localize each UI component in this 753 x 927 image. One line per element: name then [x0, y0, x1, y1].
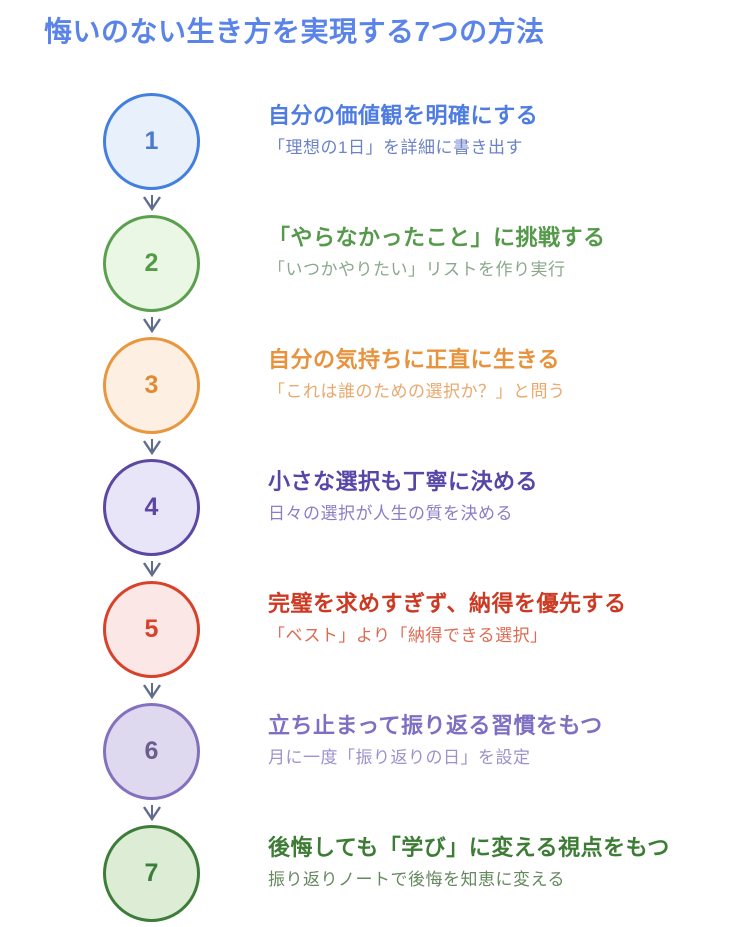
step-circle-column: 5 [103, 581, 200, 703]
step-subtitle: 月に一度「振り返りの日」を設定 [268, 748, 531, 767]
step-title: 後悔しても「学び」に変える視点をもつ [268, 835, 670, 860]
flow-connector [141, 312, 163, 337]
step-title: 立ち止まって振り返る習慣をもつ [268, 713, 603, 738]
step-number-circle: 2 [103, 215, 200, 312]
step-number-circle: 1 [103, 93, 200, 190]
step-text-column: 後悔しても「学び」に変える視点をもつ 振り返りノートで後悔を知恵に変える [268, 825, 670, 891]
step-text-column: 完璧を求めすぎず、納得を優先する 「ベスト」より「納得できる選択」 [268, 581, 626, 647]
step-subtitle: 「理想の1日」を詳細に書き出す [268, 138, 523, 157]
step-subtitle: 「いつかやりたい」リストを作り実行 [268, 260, 566, 279]
step-text-column: 立ち止まって振り返る習慣をもつ 月に一度「振り返りの日」を設定 [268, 703, 603, 769]
step-number-circle: 4 [103, 459, 200, 556]
step-number-circle: 7 [103, 825, 200, 922]
step-subtitle: 「これは誰のための選択か？」と問う [268, 382, 566, 401]
arrow-down-icon [142, 682, 161, 699]
step-text-column: 小さな選択も丁寧に決める 日々の選択が人生の質を決める [268, 459, 538, 525]
step-number: 2 [144, 249, 159, 277]
step-title: 自分の気持ちに正直に生きる [268, 347, 561, 372]
step-subtitle: 日々の選択が人生の質を決める [268, 504, 513, 523]
flow-connector [141, 190, 163, 215]
step-subtitle: 振り返りノートで後悔を知恵に変える [268, 870, 565, 889]
step-number: 4 [144, 493, 159, 521]
step-circle-column: 7 [103, 825, 200, 922]
step-title: 「やらなかったこと」に挑戦する [268, 225, 606, 250]
step-number: 3 [144, 371, 159, 399]
step-number-circle: 3 [103, 337, 200, 434]
step-title: 自分の価値観を明確にする [268, 103, 539, 128]
step-circle-column: 3 [103, 337, 200, 459]
step-number: 7 [144, 859, 159, 887]
step-text-column: 自分の気持ちに正直に生きる 「これは誰のための選択か？」と問う [268, 337, 566, 403]
step-number: 5 [144, 615, 159, 643]
step-number: 1 [144, 127, 159, 155]
step-subtitle: 「ベスト」より「納得できる選択」 [268, 626, 548, 645]
flow-connector [141, 556, 163, 581]
steps-list: 1 自分の価値観を明確にする 「理想の1日」を詳細に書き出す 2 [0, 93, 753, 922]
arrow-down-icon [142, 804, 161, 821]
flow-connector [141, 678, 163, 703]
step-number-circle: 6 [103, 703, 200, 800]
arrow-down-icon [142, 194, 161, 211]
step-row: 2 「やらなかったこと」に挑戦する 「いつかやりたい」リストを作り実行 [103, 215, 753, 337]
step-text-column: 「やらなかったこと」に挑戦する 「いつかやりたい」リストを作り実行 [268, 215, 606, 281]
step-title: 小さな選択も丁寧に決める [268, 469, 539, 494]
step-row: 1 自分の価値観を明確にする 「理想の1日」を詳細に書き出す [103, 93, 753, 215]
step-text-column: 自分の価値観を明確にする 「理想の1日」を詳細に書き出す [268, 93, 538, 159]
step-row: 4 小さな選択も丁寧に決める 日々の選択が人生の質を決める [103, 459, 753, 581]
step-circle-column: 4 [103, 459, 200, 581]
arrow-down-icon [142, 438, 161, 455]
flow-connector [141, 800, 163, 825]
arrow-down-icon [142, 560, 161, 577]
step-circle-column: 2 [103, 215, 200, 337]
step-circle-column: 6 [103, 703, 200, 825]
step-row: 5 完璧を求めすぎず、納得を優先する 「ベスト」より「納得できる選択」 [103, 581, 753, 703]
step-number: 6 [144, 737, 159, 765]
step-title: 完璧を求めすぎず、納得を優先する [268, 591, 627, 616]
step-row: 7 後悔しても「学び」に変える視点をもつ 振り返りノートで後悔を知恵に変える [103, 825, 753, 922]
arrow-down-icon [142, 316, 161, 333]
step-row: 3 自分の気持ちに正直に生きる 「これは誰のための選択か？」と問う [103, 337, 753, 459]
step-number-circle: 5 [103, 581, 200, 678]
step-circle-column: 1 [103, 93, 200, 215]
flow-connector [141, 434, 163, 459]
step-row: 6 立ち止まって振り返る習慣をもつ 月に一度「振り返りの日」を設定 [103, 703, 753, 825]
page-title: 悔いのない生き方を実現する7つの方法 [44, 16, 545, 47]
